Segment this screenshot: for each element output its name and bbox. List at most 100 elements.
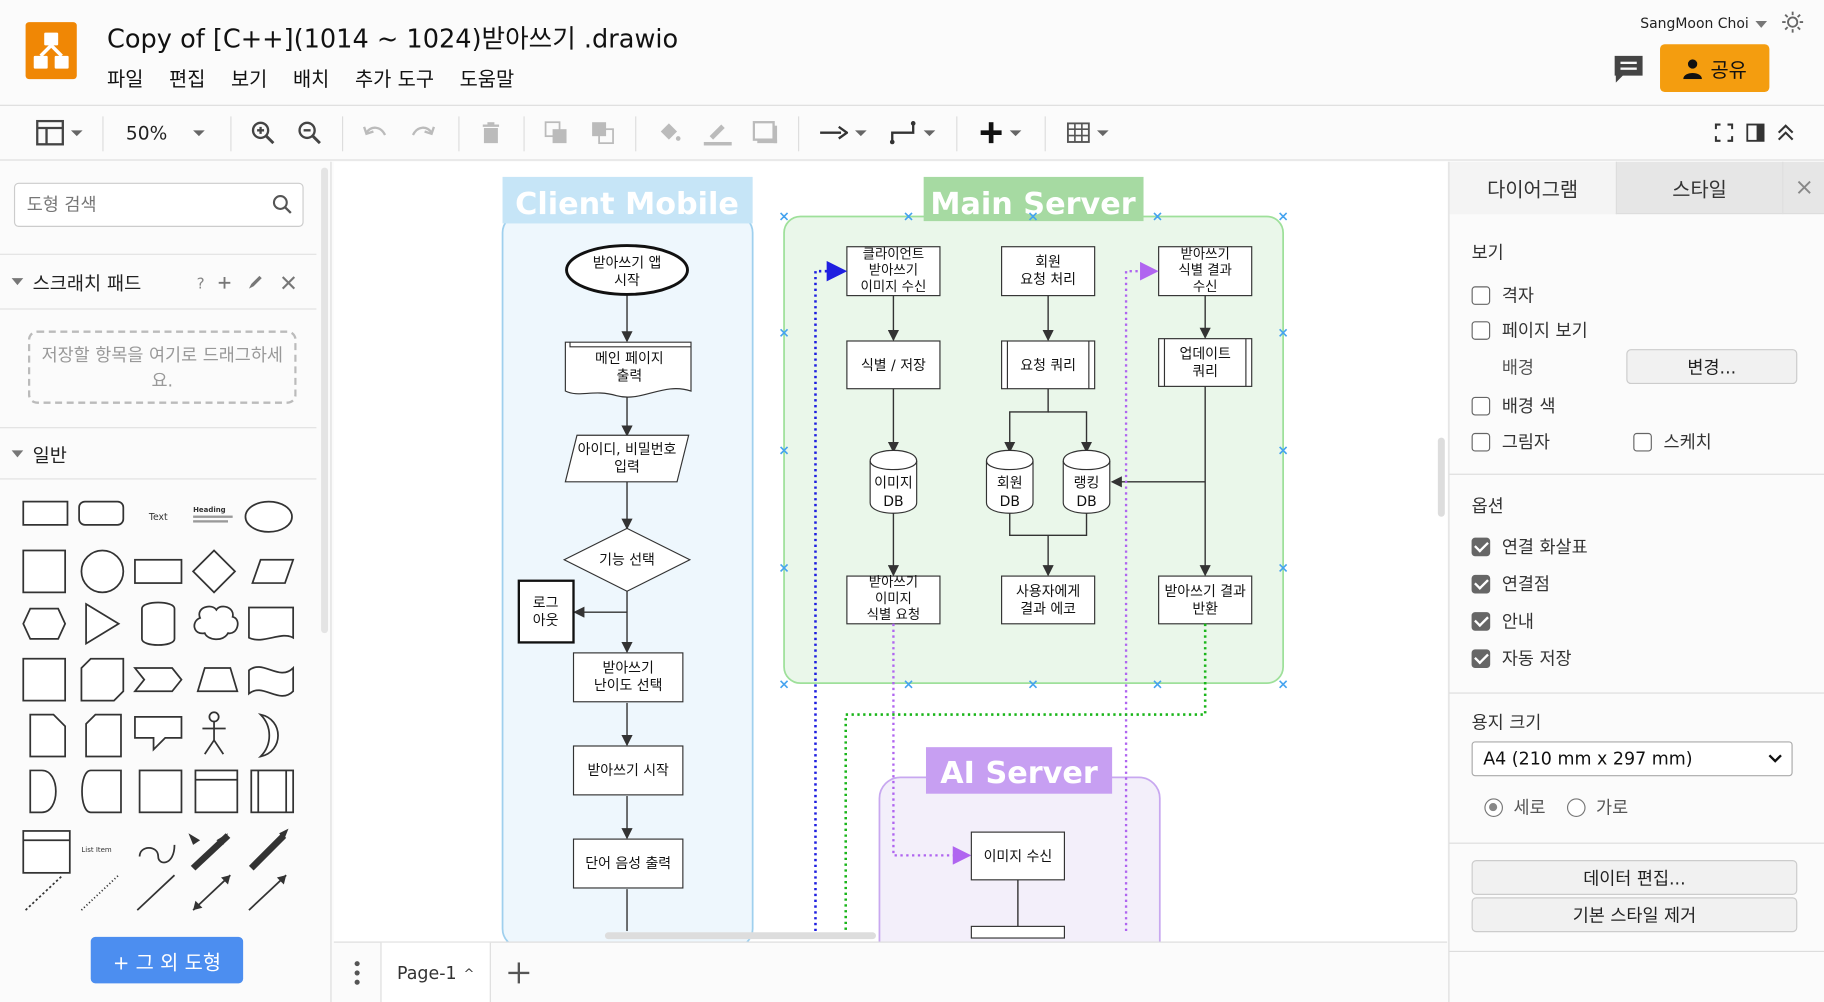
clear-style-button[interactable]: 기본 스타일 제거 <box>1471 897 1798 933</box>
menu-arrange[interactable]: 배치 <box>292 68 330 92</box>
format-toggle-icon <box>1746 123 1765 142</box>
shadow-checkbox[interactable]: 그림자 <box>1471 429 1550 453</box>
sketch-checkbox[interactable]: 스케치 <box>1633 429 1712 453</box>
tab-style[interactable]: 스타일 <box>1615 161 1783 215</box>
to-front-button[interactable] <box>542 106 570 160</box>
comments-icon[interactable] <box>1611 51 1646 86</box>
document-title[interactable]: Copy of [C++](1014 ~ 1024)받아쓰기 .drawio <box>107 25 679 55</box>
redo-button[interactable] <box>409 106 437 160</box>
fullscreen-button[interactable] <box>1712 106 1735 160</box>
callout-shape <box>134 716 183 752</box>
more-shapes-button[interactable]: + 그 외 도형 <box>90 936 244 984</box>
square-shape <box>22 549 67 594</box>
paper-size-title: 용지 크기 <box>1471 712 1542 734</box>
node-request-query-label: 요청 쿼리 <box>1020 358 1076 374</box>
client-lane-title: Client Mobile <box>515 187 739 222</box>
sidebar-scrollbar[interactable] <box>321 167 329 634</box>
theme-sun-icon[interactable] <box>1781 10 1804 33</box>
menu-view[interactable]: 보기 <box>230 68 268 92</box>
cylinder-shape <box>141 601 176 646</box>
client-to-main-connector <box>814 260 848 932</box>
menu-edit[interactable]: 편집 <box>169 68 206 92</box>
general-shape-palette[interactable]: Text Heading List Item <box>14 496 305 917</box>
collapse-icon <box>1777 124 1794 141</box>
landscape-radio[interactable]: 가로 <box>1566 795 1628 819</box>
edit-data-button[interactable]: 데이터 편집... <box>1471 860 1798 895</box>
autosave-checkbox[interactable]: 자동 저장 <box>1471 646 1572 670</box>
insert-button[interactable] <box>973 106 1029 160</box>
menu-file[interactable]: 파일 <box>107 68 144 92</box>
add-icon <box>218 276 231 289</box>
undo-button[interactable] <box>361 106 389 160</box>
delete-button[interactable] <box>477 106 505 160</box>
zoom-select[interactable]: 50% <box>116 106 214 160</box>
main-lane-header <box>923 176 1144 222</box>
grid-checkbox[interactable]: 격자 <box>1471 283 1534 307</box>
step-shape <box>133 667 183 693</box>
connection-points-checkbox[interactable]: 연결점 <box>1471 571 1550 595</box>
chevron-down-icon <box>1768 754 1782 763</box>
node-difficulty <box>572 652 684 703</box>
node-identify-request <box>846 575 941 625</box>
menu-extras[interactable]: 추가 도구 <box>354 68 435 92</box>
line-color-icon <box>703 124 732 146</box>
line-color-button[interactable] <box>700 106 735 160</box>
checkbox-box <box>1471 396 1491 415</box>
zoom-in-button[interactable] <box>249 106 277 160</box>
share-button[interactable]: 공유 <box>1660 44 1770 92</box>
tab-diagram[interactable]: 다이어그램 <box>1449 161 1616 215</box>
ai-lane-title: AI Server <box>940 756 1098 791</box>
shadow-button[interactable] <box>751 106 779 160</box>
general-header[interactable]: 일반 <box>0 436 316 471</box>
node-identify-store-label: 식별 / 저장 <box>861 358 926 374</box>
page-tab-label: Page-1 <box>396 962 457 984</box>
page-view-checkbox[interactable]: 페이지 보기 <box>1471 318 1588 342</box>
connection-arrows-checkbox[interactable]: 연결 화살표 <box>1471 534 1588 558</box>
zoom-out-button[interactable] <box>295 106 323 160</box>
search-icon[interactable] <box>272 194 293 215</box>
menu-help[interactable]: 도움말 <box>459 68 515 92</box>
bidirectional-arrow-shape <box>192 874 231 911</box>
format-panel-button[interactable] <box>33 106 87 160</box>
canvas-vertical-scrollbar[interactable] <box>1437 437 1445 517</box>
or-shape <box>257 713 279 758</box>
note-shape <box>29 713 67 758</box>
canvas-horizontal-scrollbar[interactable] <box>604 932 876 940</box>
page-tab[interactable]: Page-1 ^ <box>380 942 491 1002</box>
scratchpad-actions: ? <box>197 275 296 292</box>
circle-shape <box>80 549 125 594</box>
format-toggle-button[interactable] <box>1744 106 1767 160</box>
waypoints-button[interactable] <box>884 106 940 160</box>
diagram-canvas[interactable]: Client Mobile Main Server AI Server <box>333 161 1448 942</box>
zoom-in-icon <box>251 121 275 145</box>
guides-checkbox[interactable]: 안내 <box>1471 609 1534 633</box>
background-label: 배경 <box>1501 357 1534 379</box>
chevron-up-icon: ^ <box>463 965 475 981</box>
fill-color-button[interactable] <box>654 106 684 160</box>
table-button[interactable] <box>1061 106 1115 160</box>
background-color-checkbox[interactable]: 배경 색 <box>1471 393 1556 417</box>
to-back-button[interactable] <box>589 106 617 160</box>
node-ranking-db <box>1062 449 1111 514</box>
close-panel-button[interactable] <box>1782 161 1824 215</box>
drawio-logo-icon[interactable] <box>25 22 77 80</box>
user-menu[interactable]: SangMoon Choi <box>1640 15 1768 31</box>
list-shape <box>22 830 71 874</box>
collapse-button[interactable] <box>1774 106 1797 160</box>
add-page-icon[interactable] <box>507 961 530 984</box>
change-background-button[interactable]: 변경... <box>1626 349 1798 385</box>
scratchpad-dropzone[interactable]: 저장할 항목을 여기로 드래그하세요. <box>27 330 297 404</box>
close-icon <box>1797 180 1811 194</box>
waypoints-icon <box>889 121 916 145</box>
scratchpad-header[interactable]: 스크래치 패드 <box>0 264 316 299</box>
connection-style-button[interactable] <box>814 106 870 160</box>
shape-search-input[interactable] <box>15 183 266 226</box>
portrait-radio[interactable]: 세로 <box>1484 795 1546 819</box>
page-menu-icon[interactable] <box>350 959 364 987</box>
paper-size-select[interactable]: A4 (210 mm x 297 mm) <box>1471 741 1793 777</box>
